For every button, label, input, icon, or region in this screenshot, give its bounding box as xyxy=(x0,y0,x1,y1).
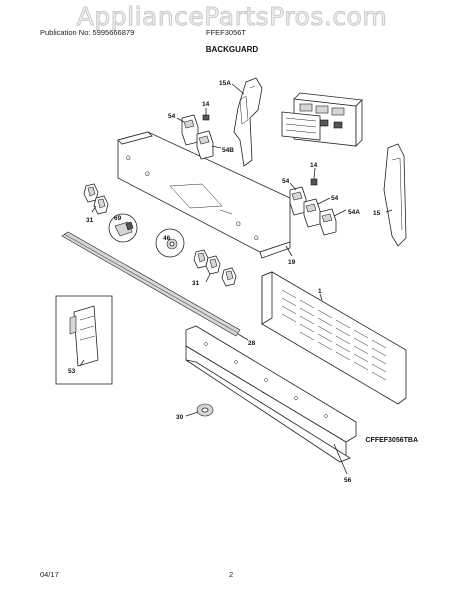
part-54-switch-right-a[interactable] xyxy=(289,186,307,216)
part-control-board[interactable] xyxy=(281,92,363,147)
part-31-knob-upper[interactable] xyxy=(83,183,109,215)
part-28-trim-strip[interactable] xyxy=(61,231,241,337)
label-30: 30 xyxy=(176,414,184,421)
label-56: 56 xyxy=(344,477,352,484)
part-19-backguard-panel[interactable]: ʘ ʘ ʘ ʘ xyxy=(117,131,291,259)
diagram-code: CFFEF3056TBA xyxy=(365,437,418,444)
label-54b: 54B xyxy=(222,147,234,154)
label-53: 53 xyxy=(68,368,76,375)
label-28: 28 xyxy=(248,340,256,347)
part-54a-switch[interactable] xyxy=(319,208,337,236)
footer-date: 04/17 xyxy=(40,570,59,579)
label-54a: 54A xyxy=(348,209,360,216)
label-69: 69 xyxy=(114,215,122,222)
svg-text:ʘ: ʘ xyxy=(126,156,131,162)
svg-text:ʘ: ʘ xyxy=(254,236,259,242)
part-69-detail[interactable] xyxy=(108,213,138,243)
model-number: FFEF3056T xyxy=(206,28,247,37)
label-54-right-b: 54 xyxy=(331,195,339,202)
part-54-switch-right-b[interactable] xyxy=(303,198,321,228)
part-15a-trim[interactable] xyxy=(233,77,263,167)
part-1-rear-panel[interactable] xyxy=(261,271,407,405)
publication-number: Publication No: 5995666879 xyxy=(40,28,135,37)
label-46: 46 xyxy=(163,235,171,242)
part-15-end-trim[interactable] xyxy=(383,143,407,247)
label-31-lower: 31 xyxy=(192,280,200,287)
svg-text:ʘ: ʘ xyxy=(236,222,241,228)
label-31-upper: 31 xyxy=(86,217,94,224)
label-1: 1 xyxy=(318,288,322,295)
label-54-top: 54 xyxy=(168,113,176,120)
label-54-right-a: 54 xyxy=(282,178,290,185)
svg-text:ʘ: ʘ xyxy=(145,172,150,178)
part-14-clip[interactable] xyxy=(202,114,210,121)
part-31-knob-lower[interactable] xyxy=(193,249,237,287)
part-56-back-bracket[interactable] xyxy=(185,325,357,463)
label-14-right: 14 xyxy=(310,162,318,169)
part-14-clip-right[interactable] xyxy=(310,178,318,186)
part-54b-switch[interactable] xyxy=(196,130,214,160)
section-title: BACKGUARD xyxy=(205,45,259,54)
part-46-detail[interactable] xyxy=(155,228,185,258)
watermark: AppliancePartsPros.com xyxy=(76,2,388,32)
part-53-inset-box[interactable] xyxy=(55,295,113,385)
leader-lines xyxy=(79,83,393,475)
part-54-switch[interactable] xyxy=(181,114,199,146)
page-number: 2 xyxy=(229,570,234,579)
label-15: 15 xyxy=(373,210,381,217)
label-19: 19 xyxy=(288,259,296,266)
label-15a: 15A xyxy=(219,80,231,87)
label-14-top: 14 xyxy=(202,101,210,108)
part-30-grommet[interactable] xyxy=(196,403,214,417)
